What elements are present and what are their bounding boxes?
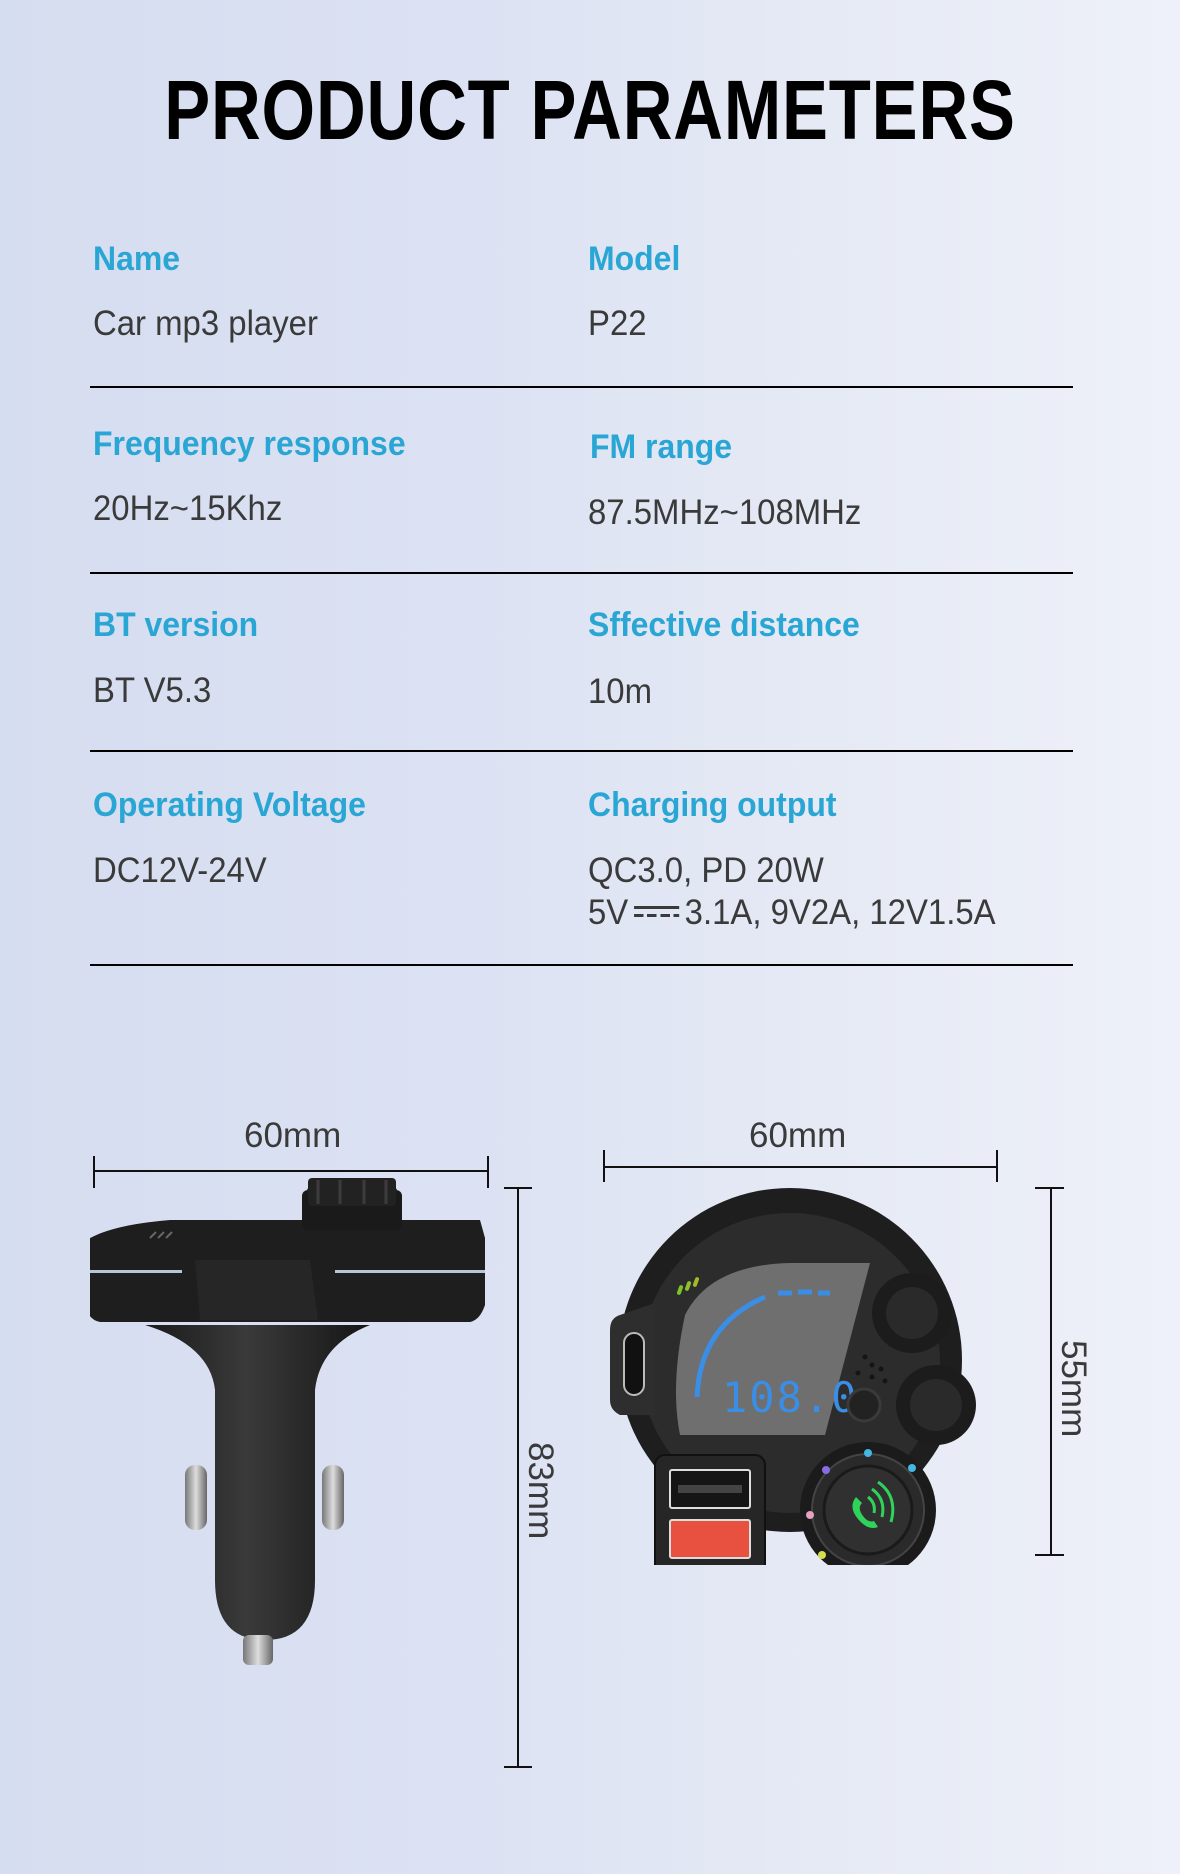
- next-track-button[interactable]: [886, 1287, 938, 1339]
- param-value-charging-output-line2: 5V 3.1A, 9V2A, 12V1.5A: [588, 892, 996, 934]
- dim-tick: [1035, 1554, 1064, 1556]
- param-value-fm-range: 87.5MHz~108MHz: [588, 493, 862, 532]
- param-label-operating-voltage: Operating Voltage: [93, 786, 366, 824]
- param-value-effective-distance: 10m: [588, 672, 653, 711]
- side-width-line: [93, 1170, 488, 1172]
- lcd-frequency: 108.0: [722, 1373, 858, 1422]
- param-value-operating-voltage: DC12V-24V: [93, 851, 267, 890]
- front-height-line: [1050, 1187, 1052, 1555]
- dim-tick: [603, 1150, 605, 1182]
- param-label-charging-output: Charging output: [588, 786, 837, 824]
- param-label-fm-range: FM range: [590, 428, 733, 466]
- param-label-model: Model: [588, 240, 681, 278]
- call-button[interactable]: [822, 1464, 914, 1556]
- side-width-label: 60mm: [244, 1116, 342, 1155]
- front-height-label: 55mm: [1054, 1340, 1093, 1438]
- dim-tick: [504, 1766, 532, 1768]
- row-divider: [90, 572, 1073, 574]
- row-divider: [90, 964, 1073, 966]
- param-label-frequency-response: Frequency response: [93, 425, 406, 463]
- dim-tick: [1035, 1187, 1064, 1189]
- front-width-label: 60mm: [749, 1116, 847, 1155]
- param-label-name: Name: [93, 240, 181, 278]
- dim-tick: [996, 1150, 998, 1182]
- front-width-line: [603, 1166, 998, 1168]
- usb-c-port: [623, 1332, 645, 1396]
- page-title: PRODUCT PARAMETERS: [164, 63, 1016, 157]
- row-divider: [90, 750, 1073, 752]
- side-height-label: 83mm: [521, 1442, 560, 1540]
- phone-call-icon: [852, 1497, 878, 1528]
- param-value-name: Car mp3 player: [93, 304, 318, 343]
- side-height-line: [517, 1187, 519, 1767]
- param-value-model: P22: [588, 304, 647, 343]
- param-label-effective-distance: Sffective distance: [588, 606, 860, 644]
- charging-currents: 3.1A, 9V2A, 12V1.5A: [684, 893, 996, 932]
- product-front-view: 108.0: [610, 1188, 976, 1565]
- dim-tick: [487, 1156, 489, 1188]
- param-value-bt-version: BT V5.3: [93, 671, 212, 710]
- product-side-view: [90, 1178, 485, 1665]
- dim-tick: [93, 1156, 95, 1188]
- usb-a-qc-port: [669, 1519, 751, 1559]
- row-divider: [90, 386, 1073, 388]
- charging-voltage: 5V: [588, 893, 629, 932]
- param-label-bt-version: BT version: [93, 606, 259, 644]
- direct-current-icon: [633, 904, 680, 920]
- prev-track-button[interactable]: [910, 1379, 962, 1431]
- param-value-charging-output-line1: QC3.0, PD 20W: [588, 851, 824, 890]
- param-value-frequency-response: 20Hz~15Khz: [93, 489, 283, 528]
